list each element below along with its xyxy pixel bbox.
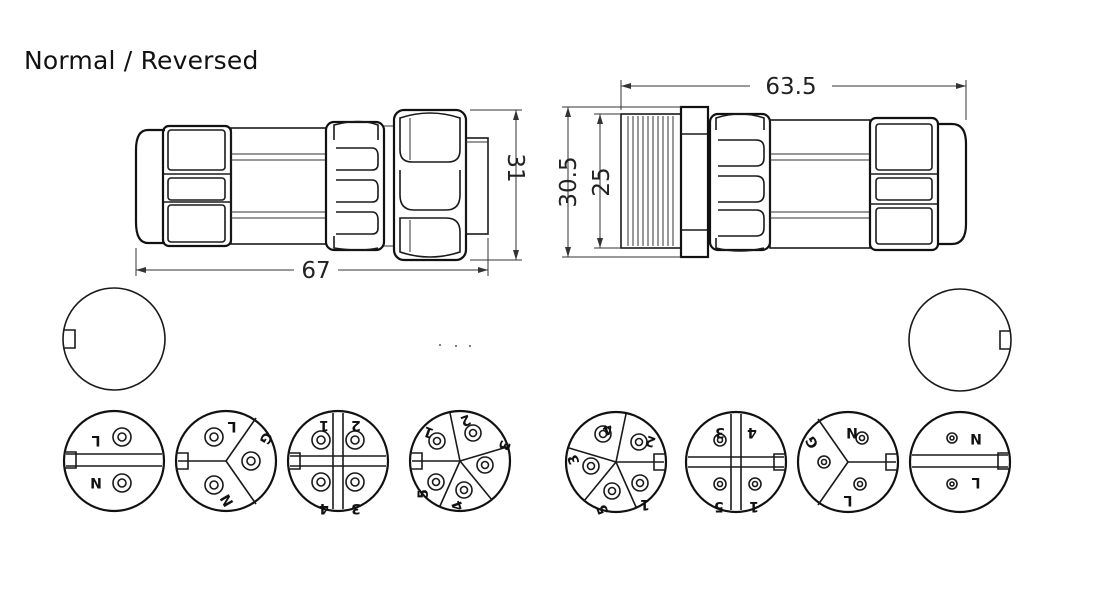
pin-label: 4 [747, 424, 757, 440]
pin-label: N [90, 474, 102, 490]
pin-label: 5 [416, 489, 432, 499]
reversed-face-5pin: 4 2 3 1 5 [564, 410, 668, 517]
pin-label: 1 [319, 417, 329, 433]
right-outer-dia-label: 30.5 [556, 156, 582, 207]
left-connector-side-view [134, 108, 489, 262]
normal-face-3pin: L G N [174, 409, 278, 513]
pin-label: 3 [351, 500, 361, 516]
right-end-view [908, 288, 1012, 392]
page-title: Normal / Reversed [24, 46, 259, 75]
pin-label: N [846, 424, 858, 440]
normal-face-5pin: 1 2 3 4 5 [408, 409, 513, 513]
center-marks [439, 344, 471, 347]
normal-face-2pin: L N [62, 409, 166, 513]
pin-label: 3 [715, 424, 725, 440]
right-inner-dia-label: 25 [589, 167, 615, 196]
right-dimensions: 63.5 30.5 25 [556, 70, 967, 258]
pin-label: 1 [749, 498, 759, 514]
pin-label: 4 [319, 500, 329, 516]
normal-face-4pin: 1 2 4 3 [286, 409, 390, 516]
pin-label: 5 [714, 498, 724, 514]
pin-label: 5 [594, 502, 612, 517]
pin-label: 2 [643, 432, 658, 450]
pin-label: 1 [640, 496, 650, 512]
reversed-face-4pin: 3 4 5 1 [684, 410, 788, 514]
reversed-face-3pin: G N L [796, 410, 900, 514]
pin-label: 3 [565, 452, 583, 467]
pin-label: L [843, 492, 852, 508]
reversed-face-2pin: N L [908, 410, 1012, 514]
pin-label: 2 [458, 411, 473, 429]
pin-label: N [218, 491, 238, 509]
pin-label: L [91, 432, 100, 448]
right-connector-side-view [620, 105, 968, 259]
left-length-label: 67 [301, 258, 330, 284]
pin-label: L [971, 474, 980, 490]
left-end-view [62, 287, 166, 391]
pin-label: 2 [351, 417, 361, 433]
left-dimensions: 67 31 [135, 109, 528, 284]
right-length-label: 63.5 [765, 74, 816, 100]
left-height-label: 31 [502, 153, 528, 182]
pin-label: 4 [600, 420, 615, 438]
pin-label: L [227, 418, 236, 434]
pin-label: N [970, 430, 982, 446]
